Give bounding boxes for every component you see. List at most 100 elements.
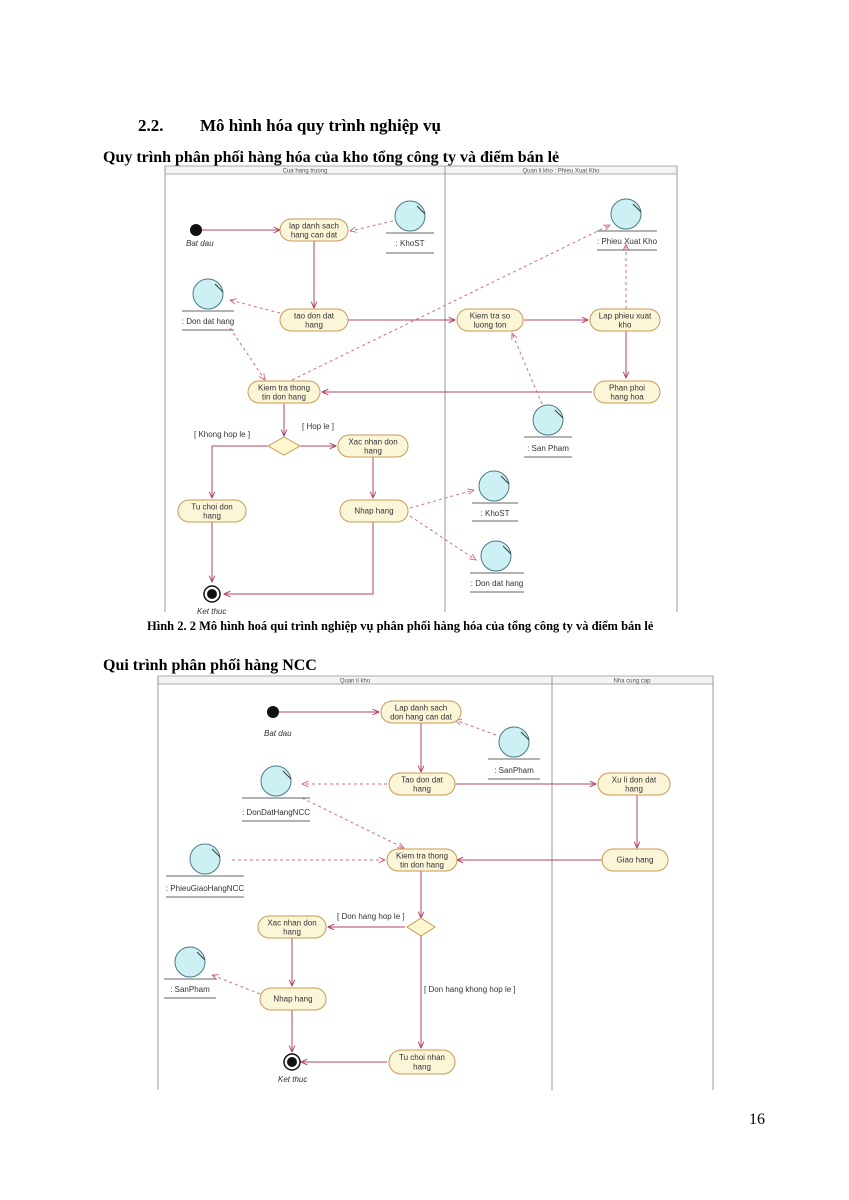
svg-text:Nhap hang: Nhap hang — [273, 995, 312, 1004]
svg-text:Xac nhan don: Xac nhan don — [267, 919, 316, 928]
object-node-san-pham: : San Pham — [524, 404, 572, 458]
guard-valid: [ Don hang hop le ] — [337, 912, 405, 921]
start-label: Bat dau — [264, 729, 292, 738]
swimlane-frame: Quan li kho Nha cung cap — [157, 675, 714, 1090]
object-node-san-pham: : SanPham — [164, 946, 216, 999]
swimlane-title: Quan li kho — [340, 679, 371, 685]
svg-text:: KhoST: : KhoST — [396, 239, 425, 248]
diagram1-heading: Quy trình phân phối hàng hóa của kho tổn… — [103, 149, 560, 166]
object-node-khost: : KhoST — [472, 470, 518, 522]
svg-text:tin don hang: tin don hang — [262, 393, 306, 402]
svg-text:Xac nhan don: Xac nhan don — [348, 438, 397, 447]
svg-text:: Don dat hang: : Don dat hang — [471, 579, 523, 588]
activity-kiem-tra-so-luong: Kiem tra so luong ton — [456, 308, 524, 332]
svg-text:tin don hang: tin don hang — [400, 861, 444, 870]
svg-text:tao don dat: tao don dat — [294, 312, 335, 321]
activity-lap-danh-sach: lap danh sach hang can dat — [279, 218, 349, 242]
svg-text:Kiem tra thong: Kiem tra thong — [396, 852, 448, 861]
object-node-phieu-xuat-kho: : Phieu Xuat Kho — [597, 198, 658, 251]
guard-invalid: [ Khong hop le ] — [194, 430, 250, 439]
svg-text:: KhoST: : KhoST — [481, 509, 510, 518]
swimlane-frame: Cua hang truong Quan li kho : Phieu Xuat… — [164, 165, 678, 612]
svg-text:hang can dat: hang can dat — [291, 231, 338, 240]
activity-xu-li-don-dat-hang: Xu li don dat hang — [597, 772, 671, 796]
activity-nhap-hang: Nhap hang — [339, 499, 409, 523]
svg-text:Kiem tra so: Kiem tra so — [470, 312, 511, 321]
svg-text:: SanPham: : SanPham — [170, 985, 210, 994]
guard-invalid: [ Don hang khong hop le ] — [424, 985, 516, 994]
svg-text:hang: hang — [364, 447, 382, 456]
end-node — [283, 1053, 301, 1071]
svg-text:: SanPham: : SanPham — [494, 766, 534, 775]
svg-text:: Phieu Xuat Kho: : Phieu Xuat Kho — [597, 237, 658, 246]
object-flows — [212, 720, 497, 995]
activity-phan-phoi-hang-hoa: Phan phoi hang hoa — [593, 380, 661, 404]
activity-lap-danh-sach: Lap danh sach don hang can dat — [380, 700, 462, 724]
svg-text:hang: hang — [203, 512, 221, 521]
swimlane-title: Cua hang truong — [283, 169, 328, 175]
svg-text:Tao don dat: Tao don dat — [401, 776, 444, 785]
svg-text:Nhap hang: Nhap hang — [354, 507, 393, 516]
end-node — [203, 585, 221, 603]
svg-text:: PhieuGiaoHangNCC: : PhieuGiaoHangNCC — [166, 884, 244, 893]
activity-tao-don-dat-hang: Tao don dat hang — [388, 772, 456, 796]
svg-text:Phan phoi: Phan phoi — [609, 384, 645, 393]
svg-text:hang: hang — [283, 928, 301, 937]
svg-text:kho: kho — [619, 321, 632, 330]
object-node-san-pham: : SanPham — [488, 726, 540, 780]
swimlane-title: Quan li kho : Phieu Xuat Kho — [522, 169, 600, 175]
activity-xac-nhan-don-hang: Xac nhan don hang — [337, 434, 409, 458]
activity-kiem-tra-thong-tin: Kiem tra thong tin don hang — [386, 848, 458, 872]
svg-text:don hang can dat: don hang can dat — [390, 713, 453, 722]
section-title: Mô hình hóa quy trình nghiệp vụ — [200, 116, 441, 135]
svg-text:hang: hang — [305, 321, 323, 330]
svg-text:Tu choi nhan: Tu choi nhan — [399, 1053, 445, 1062]
svg-text:: Don dat hang: : Don dat hang — [182, 317, 234, 326]
end-label: Ket thuc — [197, 607, 226, 616]
activity-xac-nhan-don-hang: Xac nhan don hang — [257, 915, 327, 939]
svg-text:hang hoa: hang hoa — [610, 393, 644, 402]
svg-text:Lap danh sach: Lap danh sach — [395, 704, 448, 713]
object-flows — [230, 220, 626, 560]
svg-text:Kiem tra thong: Kiem tra thong — [258, 384, 310, 393]
decision-node — [266, 436, 302, 456]
object-node-don-dat-hang: : Don dat hang — [470, 540, 524, 593]
control-flows — [279, 712, 637, 1062]
svg-text:hang: hang — [413, 785, 431, 794]
section-number: 2.2. — [138, 116, 164, 135]
svg-text:hang: hang — [413, 1063, 431, 1072]
svg-text:Giao hang: Giao hang — [617, 856, 654, 865]
page-number: 16 — [749, 1111, 765, 1128]
svg-text:: DonDatHangNCC: : DonDatHangNCC — [242, 808, 310, 817]
activity-kiem-tra-thong-tin: Kiem tra thong tin don hang — [247, 380, 321, 404]
swimlane-title: Nha cung cap — [613, 679, 651, 685]
svg-text:luong ton: luong ton — [474, 321, 507, 330]
activity-tao-don-dat-hang: tao don dat hang — [279, 308, 349, 332]
object-node-don-dat-hang-ncc: : DonDatHangNCC — [242, 765, 310, 822]
section-heading: 2.2. Mô hình hóa quy trình nghiệp vụ — [138, 116, 441, 136]
decision-node — [406, 917, 436, 937]
guard-valid: [ Hop le ] — [302, 422, 334, 431]
svg-text:Xu li don dat: Xu li don dat — [612, 776, 657, 785]
control-flows — [202, 230, 626, 594]
diagram2-heading: Qui trình phân phối hàng NCC — [103, 657, 317, 674]
svg-text:hang: hang — [625, 785, 643, 794]
start-node — [190, 224, 202, 236]
start-node — [267, 706, 279, 718]
object-node-phieu-giao-hang-ncc: : PhieuGiaoHangNCC — [166, 843, 244, 898]
svg-text:Tu choi don: Tu choi don — [191, 503, 233, 512]
figure-caption: Hình 2. 2 Mô hình hoá qui trình nghiệp v… — [147, 619, 654, 633]
svg-text:: San Pham: : San Pham — [527, 444, 569, 453]
start-label: Bat dau — [186, 239, 214, 248]
activity-lap-phieu-xuat-kho: Lap phieu xuat kho — [589, 308, 661, 332]
activity-tu-choi-don-hang: Tu choi don hang — [177, 499, 247, 523]
activity-tu-choi-nhan-hang: Tu choi nhan hang — [388, 1049, 456, 1075]
object-node-don-dat-hang: : Don dat hang — [182, 278, 234, 331]
object-node-khost: : KhoST — [386, 200, 434, 254]
end-label: Ket thuc — [278, 1075, 307, 1084]
activity-nhap-hang: Nhap hang — [259, 987, 327, 1011]
svg-text:Lap phieu xuat: Lap phieu xuat — [599, 312, 652, 321]
svg-text:lap danh sach: lap danh sach — [289, 222, 339, 231]
activity-giao-hang: Giao hang — [601, 848, 669, 872]
